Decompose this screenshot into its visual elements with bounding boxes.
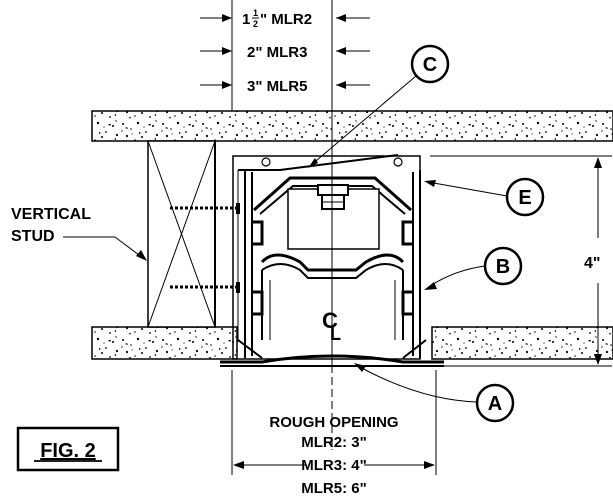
rough-opening-mlr3: MLR3: 4" <box>301 457 366 474</box>
width-dimension-lines <box>200 0 370 110</box>
rough-opening-dimension <box>231 370 437 475</box>
width-label-mlr5: 3" MLR5 <box>247 78 307 95</box>
svg-text:E: E <box>518 187 531 209</box>
upper-slab <box>91 110 613 142</box>
callout-a: A <box>354 363 515 423</box>
figure-label: FIG. 2 <box>40 440 96 462</box>
svg-text:A: A <box>488 393 502 415</box>
rough-opening-title: ROUGH OPENING <box>269 414 398 431</box>
stud-label-line1: VERTICAL <box>11 206 91 223</box>
callout-e: E <box>424 177 545 217</box>
lower-slab <box>91 326 613 360</box>
centerline-l: L <box>330 324 341 344</box>
rough-opening-mlr5: MLR5: 6" <box>301 480 366 497</box>
width-label-mlr3: 2" MLR3 <box>247 44 307 61</box>
rough-opening-mlr2: MLR2: 3" <box>301 434 366 451</box>
svg-text:2: 2 <box>253 19 258 29</box>
svg-text:1: 1 <box>242 11 250 28</box>
stud-label-line2: STUD <box>11 228 55 245</box>
height-label: 4" <box>584 255 600 272</box>
callout-b: B <box>424 246 523 290</box>
svg-text:C: C <box>423 54 437 76</box>
svg-text:B: B <box>496 256 510 278</box>
svg-text:" MLR2: " MLR2 <box>260 11 312 28</box>
svg-text:1: 1 <box>253 8 258 18</box>
stud-leader <box>63 236 147 261</box>
width-label-mlr2: 1 1 2 " MLR2 <box>242 8 312 29</box>
callout-c: C <box>308 44 450 168</box>
vertical-stud <box>147 140 216 328</box>
centerline-c: C <box>322 308 338 333</box>
height-dimension <box>430 155 612 367</box>
figure-label-box: FIG. 2 <box>16 426 120 472</box>
